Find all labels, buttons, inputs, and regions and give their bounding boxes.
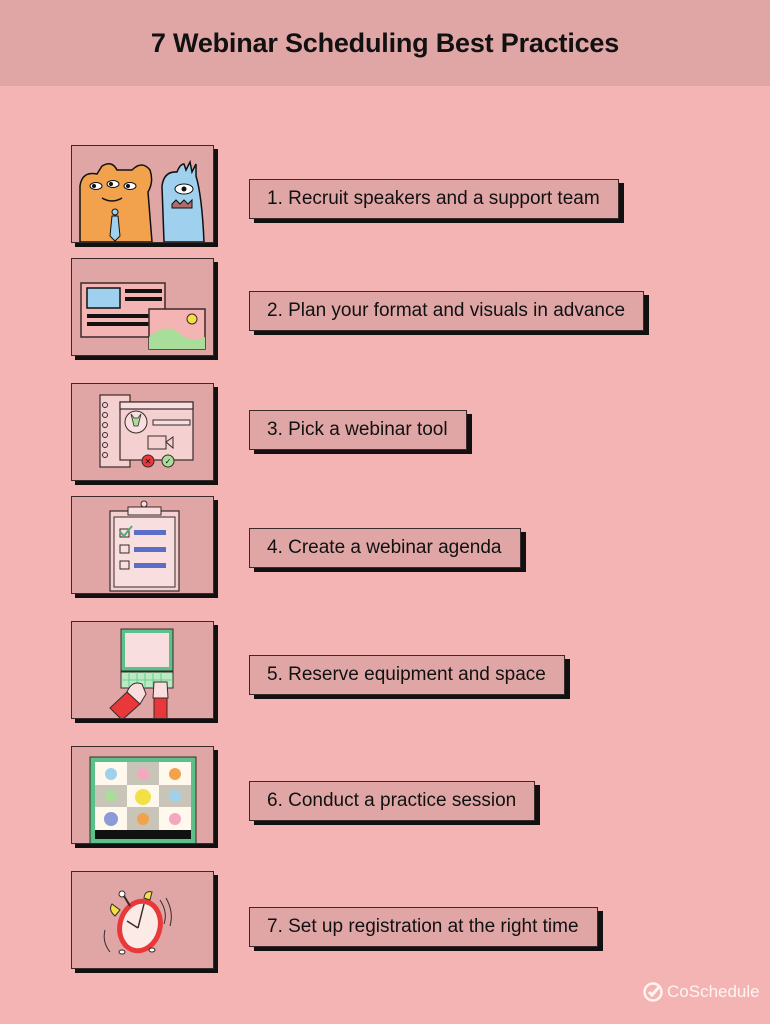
item-7-illustration	[71, 871, 214, 969]
item-5-illustration	[71, 621, 214, 719]
alarm-clock-icon	[103, 890, 172, 955]
coschedule-check-icon	[643, 982, 663, 1002]
header-banner: 7 Webinar Scheduling Best Practices	[0, 0, 770, 86]
item-4-illustration	[71, 496, 214, 594]
brand-logo: CoSchedule	[643, 982, 760, 1002]
slide-layout-icon	[80, 282, 206, 350]
item-1-label: 1. Recruit speakers and a support team	[249, 179, 619, 219]
item-2-label: 2. Plan your format and visuals in advan…	[249, 291, 645, 331]
item-7-label: 7. Set up registration at the right time	[249, 907, 598, 947]
svg-text:✕: ✕	[145, 457, 152, 466]
mascots-speakers-icon	[79, 159, 205, 242]
brand-name: CoSchedule	[667, 982, 760, 1001]
laptop-typing-icon	[109, 628, 174, 718]
item-5-label: 5. Reserve equipment and space	[249, 655, 565, 695]
clipboard-checklist-icon	[109, 500, 180, 592]
item-3-illustration: ✕ ✓	[71, 383, 214, 481]
item-1-illustration	[71, 145, 214, 243]
item-2-illustration	[71, 258, 214, 356]
item-6-label: 6. Conduct a practice session	[249, 781, 536, 821]
item-6-illustration	[71, 746, 214, 844]
page-title: 7 Webinar Scheduling Best Practices	[150, 27, 620, 58]
item-3-label: 3. Pick a webinar tool	[249, 410, 467, 450]
video-call-grid-icon	[89, 756, 197, 843]
item-4-label: 4. Create a webinar agenda	[249, 528, 521, 568]
svg-text:✓: ✓	[165, 457, 172, 466]
webinar-tool-window-icon: ✕ ✓	[99, 394, 194, 468]
